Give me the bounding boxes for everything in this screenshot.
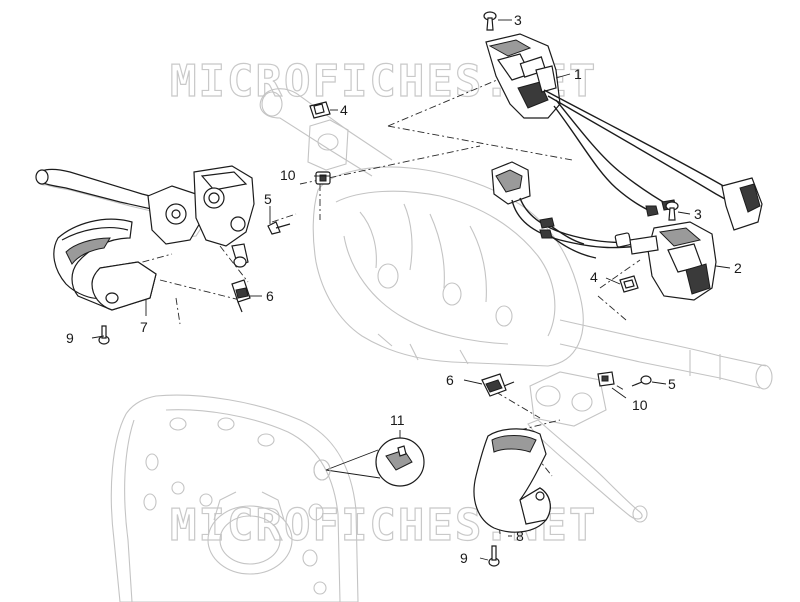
screw-part-5-right <box>631 375 652 387</box>
callout-6-left: 6 <box>266 288 274 304</box>
callout-4-right: 4 <box>590 269 598 285</box>
callout-6-right: 6 <box>446 372 454 388</box>
screw-part-9-bottom <box>488 545 500 567</box>
clip-part-4-top <box>309 101 331 119</box>
callout-5-right: 5 <box>668 376 676 392</box>
callout-9-bottom: 9 <box>460 550 468 566</box>
dashboard-cover-ghost <box>110 394 359 602</box>
screw-part-3-mid <box>665 201 679 221</box>
hand-guard-part-7 <box>53 218 157 311</box>
callout-8: 8 <box>516 528 524 544</box>
bulb-holder-part-11 <box>313 437 425 487</box>
callout-10-top: 10 <box>280 167 296 183</box>
callout-1: 1 <box>574 66 582 82</box>
callout-leaders <box>91 19 731 561</box>
callout-10-right: 10 <box>632 397 648 413</box>
brake-switch-part-6-right <box>481 373 515 397</box>
callout-3-mid: 3 <box>694 206 702 222</box>
callout-labels: 3 1 4 10 5 6 9 7 3 2 4 6 5 10 11 8 9 <box>66 12 742 566</box>
assembly-lines <box>127 71 641 535</box>
clip-part-4-right <box>619 275 639 293</box>
callout-4-top: 4 <box>340 102 348 118</box>
callout-3-top: 3 <box>514 12 522 28</box>
hand-guard-part-8 <box>473 428 551 533</box>
callout-2: 2 <box>734 260 742 276</box>
screw-part-3-top <box>483 11 497 31</box>
switch-assembly-part-1 <box>485 33 763 231</box>
callout-11: 11 <box>390 412 405 428</box>
callout-7: 7 <box>140 319 148 335</box>
screw-part-9-left <box>98 325 110 345</box>
switch-assembly-part-2 <box>491 161 717 301</box>
brake-switch-part-6-left <box>231 279 251 313</box>
brake-master-cylinder-left <box>193 165 255 268</box>
callout-9-left: 9 <box>66 330 74 346</box>
screw-part-5-left <box>267 221 291 235</box>
block-part-10-right <box>597 371 615 387</box>
callout-5-left: 5 <box>264 191 272 207</box>
left-brake-lever <box>35 168 205 245</box>
block-part-10-top <box>315 171 331 185</box>
